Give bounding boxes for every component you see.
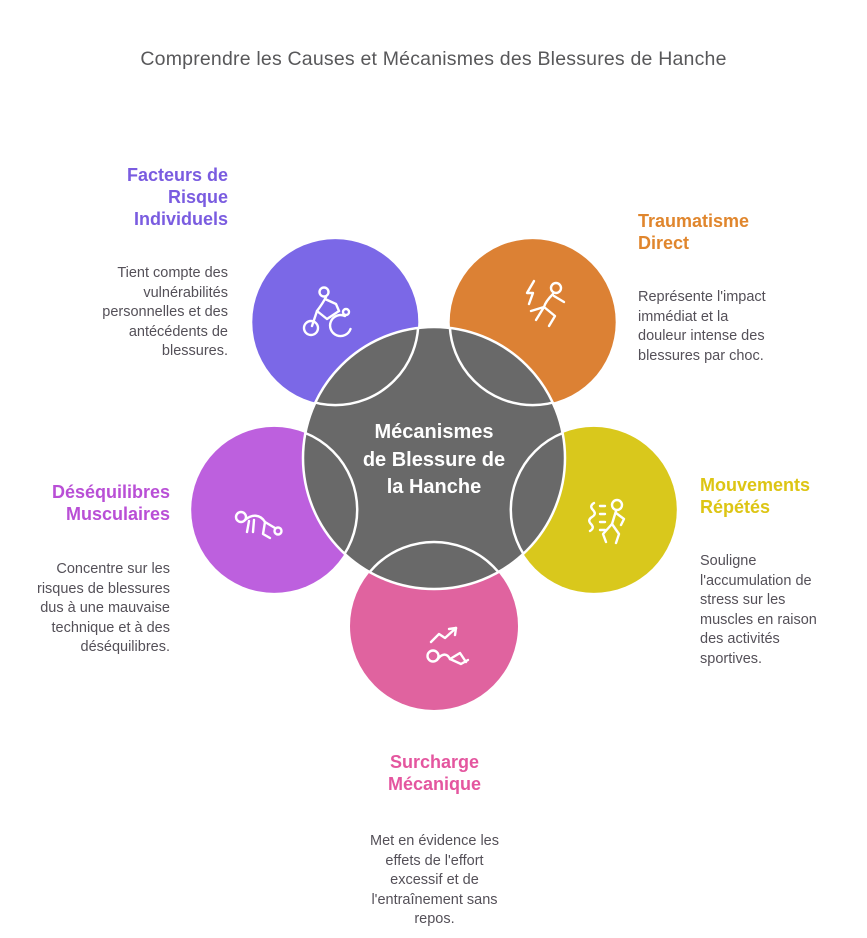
direct-trauma-heading: Traumatisme Direct	[638, 211, 750, 253]
impact-fall-icon	[525, 279, 566, 328]
mechanical-overload-heading: Surcharge Mécanique	[387, 752, 482, 794]
repeated-motion-icon	[588, 498, 626, 545]
muscle-imbalance-heading: Déséquilibres Musculaires	[51, 482, 170, 524]
node-direct-trauma: Traumatisme Direct Représente l'impact i…	[638, 192, 803, 384]
mechanical-overload-description: Met en évidence les effets de l'effort e…	[370, 833, 499, 927]
push-up-icon	[234, 510, 283, 540]
node-risk-factors: Facteurs de Risque Individuels Tient com…	[56, 146, 228, 380]
risk-factors-heading: Facteurs de Risque Individuels	[126, 165, 228, 229]
repeated-movements-heading: Mouvements Répétés	[700, 475, 811, 517]
risk-factors-description: Tient compte des vulnérabilités personne…	[102, 265, 228, 359]
node-repeated-movements: Mouvements Répétés Souligne l'accumulati…	[700, 456, 850, 687]
page-title: Comprendre les Causes et Mécanismes des …	[140, 48, 727, 70]
center-label: Mécanismes de Blessure de la Hanche	[362, 421, 506, 498]
overlap-outlines	[303, 327, 565, 589]
center-circle	[301, 325, 567, 591]
direct-trauma-description: Représente l'impact immédiat et la doule…	[638, 289, 766, 364]
repeated-movements-description: Souligne l'accumulation de stress sur le…	[700, 553, 817, 667]
cyclist-icon	[302, 286, 352, 338]
muscle-imbalance-description: Concentre sur les risques de blessures d…	[37, 561, 170, 655]
node-mechanical-overload: Surcharge Mécanique Met en évidence les …	[322, 733, 547, 938]
sit-up-arrow-icon	[426, 626, 470, 666]
mechanical-overload-circle	[350, 542, 518, 710]
node-muscle-imbalance: Déséquilibres Musculaires Concentre sur …	[0, 463, 170, 676]
